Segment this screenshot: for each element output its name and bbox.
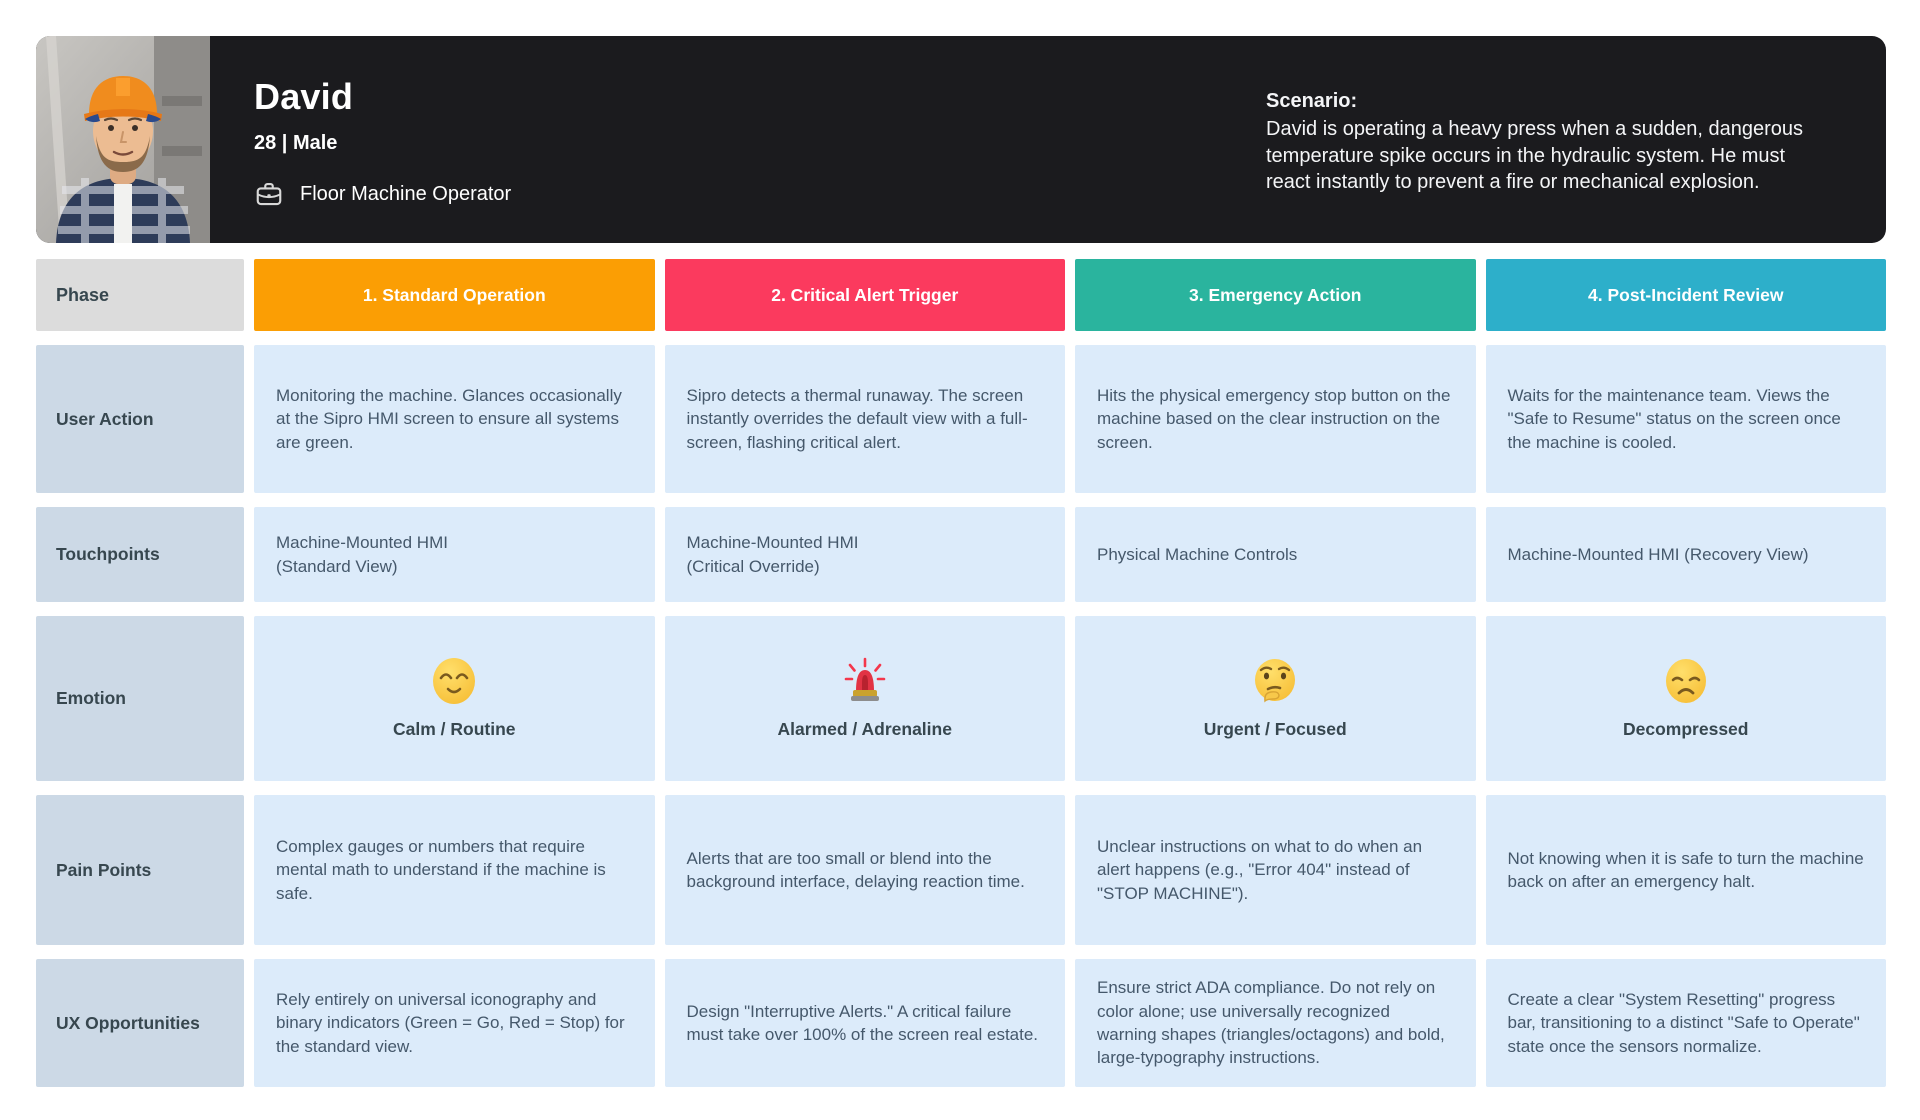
persona-role-label: Floor Machine Operator [300,182,512,205]
thinking-face-emoji-icon [1251,657,1299,705]
ux-opportunities-cell-2: Design "Interruptive Alerts." A critical… [664,959,1065,1087]
user-action-cell-1: Monitoring the machine. Glances occasion… [254,345,655,493]
touchpoints-cell-2: Machine-Mounted HMI (Critical Override) [664,507,1065,602]
briefcase-icon [256,182,282,206]
phase-row-label: Phase [36,259,244,331]
row-label-emotion: Emotion [36,616,244,781]
row-label-user-action: User Action [36,345,244,493]
emotion-cell-3: Urgent / Focused [1075,616,1476,781]
user-action-cell-3: Hits the physical emergency stop button … [1075,345,1476,493]
row-label-touchpoints: Touchpoints [36,507,244,602]
ux-opportunities-cell-3: Ensure strict ADA compliance. Do not rel… [1075,959,1476,1087]
persona-identity: David 28 | Male Floor Machine Operator [210,36,1266,243]
emotion-label-4: Decompressed [1623,719,1749,739]
persona-header: David 28 | Male Floor Machine Operator S… [36,36,1886,243]
scenario-label: Scenario: [1266,89,1358,112]
pain-points-cell-1: Complex gauges or numbers that require m… [254,795,655,945]
phase-header-3: 3. Emergency Action [1075,259,1476,331]
relieved-face-emoji-icon [430,657,478,705]
phase-header-4: 4. Post-Incident Review [1485,259,1886,331]
persona-name: David [254,76,354,117]
scenario-block: Scenario: David is operating a heavy pre… [1266,36,1886,243]
emotion-cell-4: Decompressed [1485,616,1886,781]
ux-opportunities-cell-4: Create a clear "System Resetting" progre… [1485,959,1886,1087]
emotion-cell-2: Alarmed / Adrenaline [664,616,1065,781]
user-action-cell-4: Waits for the maintenance team. Views th… [1485,345,1886,493]
touchpoints-cell-3: Physical Machine Controls [1075,507,1476,602]
row-label-ux-opportunities: UX Opportunities [36,959,244,1087]
scenario-text: David is operating a heavy press when a … [1266,118,1804,193]
touchpoints-cell-4: Machine-Mounted HMI (Recovery View) [1485,507,1886,602]
phase-header-2: 2. Critical Alert Trigger [664,259,1065,331]
persona-role: Floor Machine Operator [254,179,1246,209]
persona-demographics: 28 | Male [254,132,338,154]
journey-table: Phase 1. Standard Operation 2. Critical … [36,259,1886,1087]
touchpoints-cell-1: Machine-Mounted HMI (Standard View) [254,507,655,602]
user-action-cell-2: Sipro detects a thermal runaway. The scr… [664,345,1065,493]
worker-portrait-illustration [36,36,210,243]
row-label-pain-points: Pain Points [36,795,244,945]
emotion-label-3: Urgent / Focused [1203,719,1347,739]
phase-header-1: 1. Standard Operation [254,259,655,331]
disappointed-face-emoji-icon [1662,657,1710,705]
emotion-label-1: Calm / Routine [392,719,516,739]
rotating-light-emoji-icon [841,657,889,705]
emotion-cell-1: Calm / Routine [254,616,655,781]
pain-points-cell-3: Unclear instructions on what to do when … [1075,795,1476,945]
pain-points-cell-2: Alerts that are too small or blend into … [664,795,1065,945]
ux-opportunities-cell-1: Rely entirely on universal iconography a… [254,959,655,1087]
pain-points-cell-4: Not knowing when it is safe to turn the … [1485,795,1886,945]
emotion-label-2: Alarmed / Adrenaline [777,719,952,739]
persona-photo [36,36,210,243]
